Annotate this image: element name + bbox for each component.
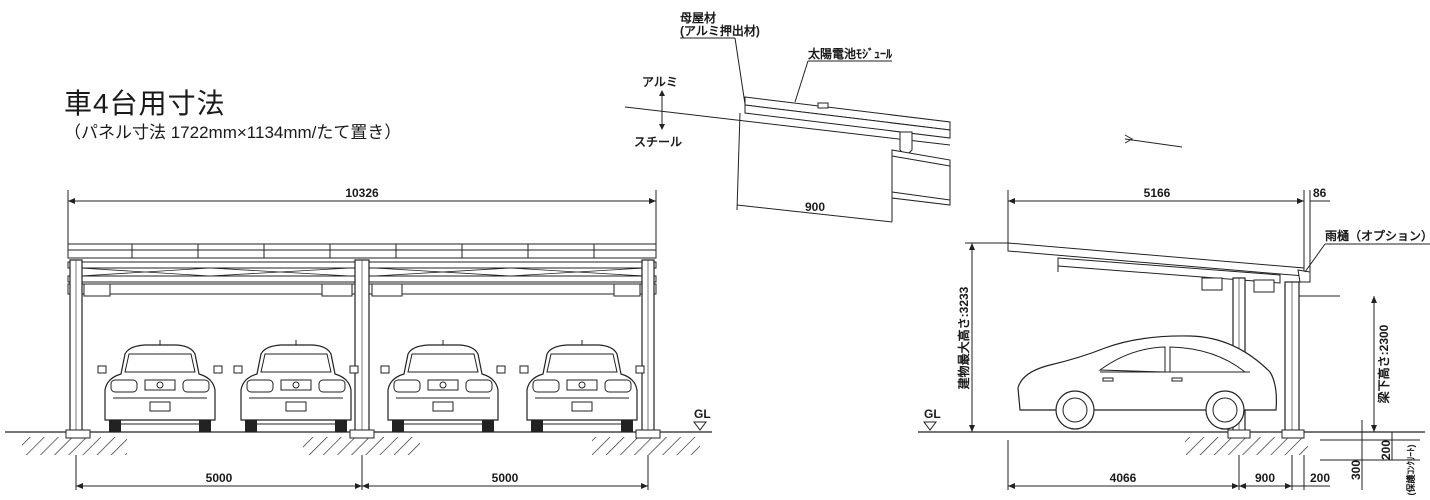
drawing-subtitle: （パネル寸法 1722mm×1134mm/たて置き） <box>64 123 402 142</box>
dim-span-left: 5000 <box>206 471 233 485</box>
module-label: 太陽電池ﾓｼﾞｭｰﾙ <box>808 46 893 61</box>
dim-900-side: 900 <box>1255 471 1275 485</box>
dim-overall-width: 10326 <box>345 186 379 200</box>
steel-label: スチール <box>634 135 682 149</box>
gl-label-front: GL <box>694 407 711 421</box>
aluminum-label: アルミ <box>642 75 678 89</box>
dim-4066: 4066 <box>1110 471 1137 485</box>
front-view: 10326 <box>5 186 712 490</box>
beam-clearance-label: 梁下高さ:2300 <box>1376 324 1391 404</box>
max-height-label: 建物最大高さ:3233 <box>956 286 971 390</box>
dim-200-side: 200 <box>1310 471 1330 485</box>
dim-200-right: 200 <box>1379 440 1393 460</box>
dim-300: 300 <box>1349 460 1363 480</box>
car-side <box>1017 335 1277 430</box>
protect-concrete-label: (保護ｺﾝｸﾘｰﾄ) <box>1405 445 1416 496</box>
dim-overhang: 86 <box>1313 186 1327 200</box>
detail-dim-900: 900 <box>805 200 825 214</box>
purlin-label-line1: 母屋材 <box>680 10 716 25</box>
gutter-label: 雨樋（オプション） <box>1325 228 1430 243</box>
dim-depth: 5166 <box>1144 186 1171 200</box>
side-view: 5166 86 雨樋（オプション） <box>918 186 1430 496</box>
purlin-label-line2: (アルミ押出材) <box>680 23 760 38</box>
gl-label-side: GL <box>924 407 941 421</box>
drawing-title: 車4台用寸法 <box>64 88 226 119</box>
detail-view: 母屋材 (アルミ押出材) 太陽電池ﾓｼﾞｭｰﾙ アルミ スチール 900 <box>624 10 1183 223</box>
dim-span-right: 5000 <box>492 471 519 485</box>
